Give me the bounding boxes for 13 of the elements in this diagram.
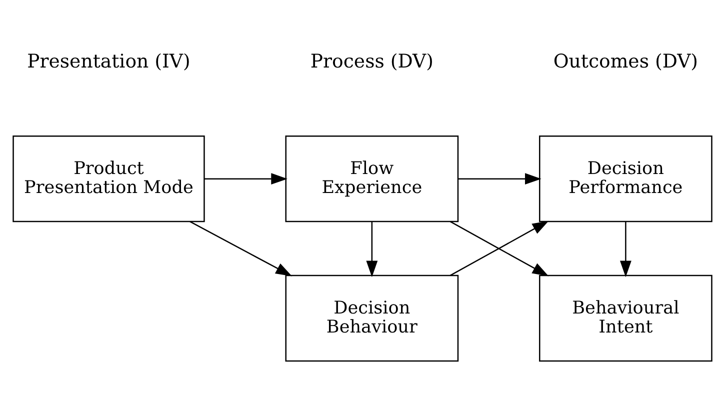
node-box: Behavioural Intent xyxy=(539,274,712,362)
node-box: Decision Behaviour xyxy=(285,274,459,362)
node-box: Product Presentation Mode xyxy=(12,134,205,222)
arrow xyxy=(190,220,292,276)
node-box: Decision Performance xyxy=(539,134,712,222)
arrow xyxy=(458,172,542,184)
arrow xyxy=(204,172,288,184)
arrow xyxy=(620,221,632,277)
arrow xyxy=(366,221,378,277)
label: Process (DV) xyxy=(310,51,434,72)
label: Outcomes (DV) xyxy=(553,51,698,72)
node-box: Flow Experience xyxy=(285,134,459,222)
label: Presentation (IV) xyxy=(27,51,190,72)
